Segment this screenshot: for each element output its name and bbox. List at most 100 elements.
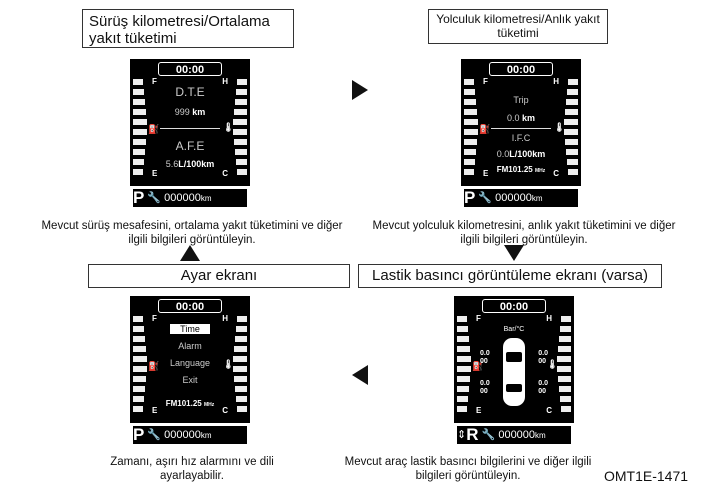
gauge-c: C xyxy=(553,169,559,178)
gauge-segment xyxy=(464,99,476,105)
wrench-icon: 🔧 xyxy=(478,192,493,204)
shift-arrows-icon: ⇕ xyxy=(457,429,467,441)
wrench-icon: 🔧 xyxy=(147,192,162,204)
gauge-segment xyxy=(457,346,470,352)
caption-bottom-right: Mevcut araç lastik basıncı bilgilerini v… xyxy=(344,456,592,482)
gauge-segment xyxy=(133,119,147,125)
caption-bottom-left: Zamanı, aşırı hız alarmını ve dili ayarl… xyxy=(110,456,274,482)
gauge-segment xyxy=(457,356,471,362)
gauge-segment xyxy=(133,149,145,155)
status-bar: P 🔧 000000km xyxy=(130,423,250,447)
menu-item-alarm[interactable]: Alarm xyxy=(178,341,202,351)
gauge-segment xyxy=(464,139,477,145)
odometer: 000000 xyxy=(164,192,201,204)
clock: 00:00 xyxy=(158,62,222,76)
gauge-segment xyxy=(558,376,571,382)
radio-station: FM101.25 MHz xyxy=(165,399,215,408)
odometer: 000000 xyxy=(164,429,201,441)
gauge-segment xyxy=(236,326,247,332)
gauge-segment xyxy=(233,356,247,362)
gauge-h: H xyxy=(222,314,228,323)
arrow-right-icon xyxy=(352,80,368,100)
afe-value: 5.6L/100km xyxy=(165,159,215,169)
fuel-pump-icon: ⛽ xyxy=(479,124,491,134)
thermometer-icon: 🌡 xyxy=(222,359,234,369)
gauge-segment xyxy=(566,99,578,105)
gauge-segment xyxy=(234,139,247,145)
arrow-up-icon xyxy=(180,245,200,261)
gauge-segment xyxy=(237,169,247,175)
divider xyxy=(491,128,551,129)
fuel-pump-icon: ⛽ xyxy=(148,361,160,371)
gauge-segment xyxy=(464,149,476,155)
gauge-segment xyxy=(235,99,247,105)
gauge-segment xyxy=(133,406,143,412)
gauge-segment xyxy=(236,159,247,165)
gauge-segment xyxy=(457,336,469,342)
thermometer-icon: 🌡 xyxy=(222,122,234,132)
odometer: 000000 xyxy=(495,192,532,204)
gauge-segment xyxy=(233,119,247,125)
gauge-h: H xyxy=(222,77,228,86)
gear-indicator: P xyxy=(133,188,145,208)
gear-indicator: P xyxy=(133,425,145,445)
thermometer-icon: 🌡 xyxy=(553,122,565,132)
divider xyxy=(160,128,220,129)
gauge-segment xyxy=(557,356,571,362)
afe-label: A.F.E xyxy=(175,139,205,153)
gauge-segment xyxy=(457,406,467,412)
gauge-segment xyxy=(237,406,247,412)
gauge-segment xyxy=(457,366,471,372)
thermometer-icon: 🌡 xyxy=(546,359,558,369)
dte-value: 999 km xyxy=(174,107,206,117)
tire-unit-label: Bar/°C xyxy=(503,326,525,333)
gauge-segment xyxy=(133,139,146,145)
fuel-gauge xyxy=(457,316,473,416)
fuel-gauge xyxy=(133,79,149,179)
gauge-segment xyxy=(561,316,571,322)
gauge-segment xyxy=(564,119,578,125)
gauge-segment xyxy=(133,326,144,332)
wrench-icon: 🔧 xyxy=(147,429,162,441)
gauge-segment xyxy=(133,79,143,85)
gauge-segment xyxy=(464,109,477,115)
gauge-segment xyxy=(133,336,145,342)
gauge-segment xyxy=(133,169,143,175)
status-bar: ⇕R 🔧 000000km xyxy=(454,423,574,447)
ifc-label: I.F.C xyxy=(511,133,531,143)
gauge-segment xyxy=(133,159,144,165)
caption-top-left: Mevcut sürüş mesafesini, ortalama yakıt … xyxy=(41,220,343,246)
fuel-gauge xyxy=(133,316,149,416)
odometer: 000000 xyxy=(498,429,536,441)
gauge-segment xyxy=(237,316,247,322)
menu-item-exit[interactable]: Exit xyxy=(182,375,198,385)
gauge-segment xyxy=(133,109,146,115)
gauge-segment xyxy=(464,129,478,135)
gauge-e: E xyxy=(152,406,158,415)
gauge-segment xyxy=(566,149,578,155)
gauge-segment xyxy=(237,79,247,85)
fuel-pump-icon: ⛽ xyxy=(148,124,160,134)
gauge-e: E xyxy=(152,169,158,178)
gauge-segment xyxy=(133,366,147,372)
gauge-segment xyxy=(567,159,578,165)
gauge-segment xyxy=(457,376,470,382)
gauge-h: H xyxy=(546,314,552,323)
fuel-pump-icon: ⛽ xyxy=(472,361,484,371)
gauge-segment xyxy=(133,386,145,392)
gauge-segment xyxy=(133,396,144,402)
gauge-segment xyxy=(561,406,571,412)
menu-item-time[interactable]: Time xyxy=(170,324,210,334)
gauge-segment xyxy=(133,376,146,382)
clock: 00:00 xyxy=(489,62,553,76)
trip-value: 0.0 km xyxy=(506,113,536,123)
gauge-segment xyxy=(567,89,578,95)
menu-item-language[interactable]: Language xyxy=(169,358,211,368)
temp-gauge xyxy=(562,79,578,179)
gauge-segment xyxy=(559,386,571,392)
gauge-segment xyxy=(235,336,247,342)
gear-indicator: P xyxy=(464,188,476,208)
